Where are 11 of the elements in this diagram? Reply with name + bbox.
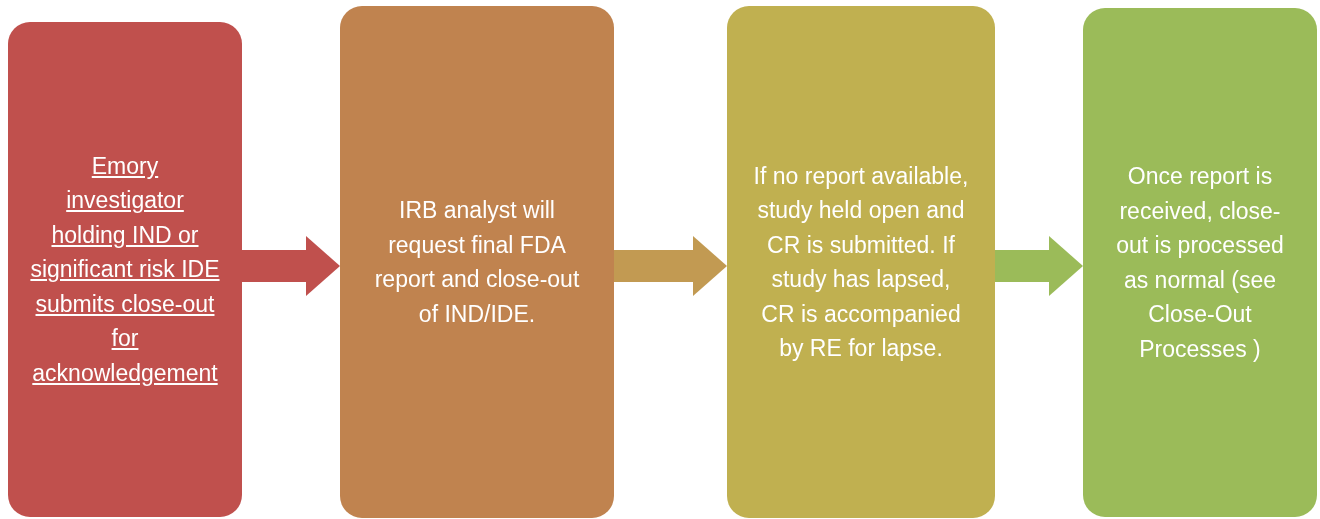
process-box <box>8 22 242 517</box>
process-box <box>727 6 995 518</box>
process-box <box>1083 8 1317 517</box>
step-text: Once report is received, close-out is processed as normal (see Close-Out Processes ) <box>1115 162 1285 364</box>
block-arrow <box>995 236 1083 296</box>
step-text: If no report available, study held open and CR is submitted. If study has lapsed, CR is accompanied by RE for lapse. <box>753 161 969 363</box>
block-arrow <box>242 236 340 296</box>
process-box <box>340 6 614 518</box>
step-text: IRB analyst will request final FDA report and close-out of IND/IDE. <box>373 196 581 329</box>
link-text: Emory investigator holding IND or significant risk IDE submits close-out for acknowledgement <box>30 151 220 388</box>
block-arrow <box>614 236 727 296</box>
